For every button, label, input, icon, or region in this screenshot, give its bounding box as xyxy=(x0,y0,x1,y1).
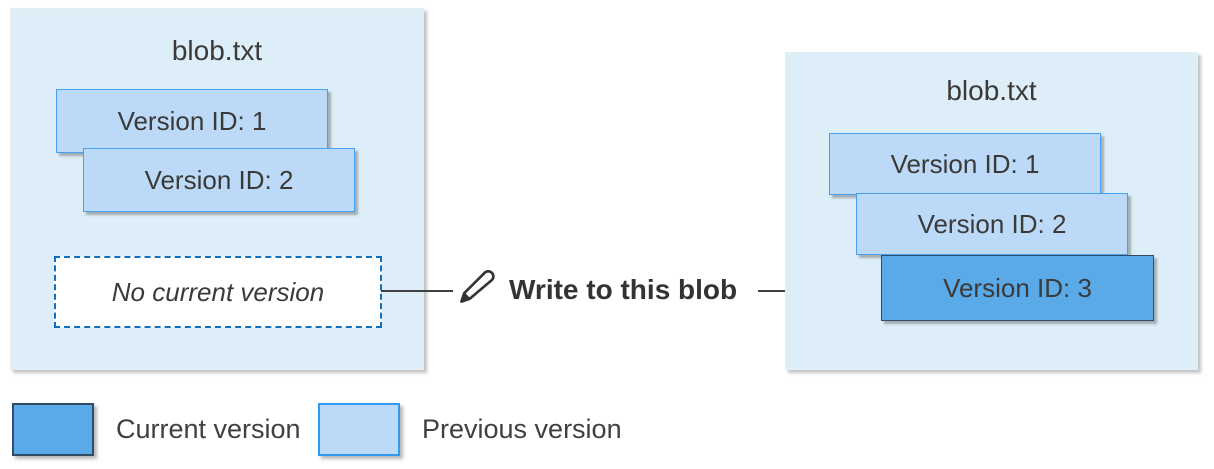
version-card-current: Version ID: 3 xyxy=(881,255,1154,321)
pencil-icon xyxy=(457,266,497,306)
no-current-version-label: No current version xyxy=(111,276,325,307)
blob-container-after: blob.txt Version ID: 1 Version ID: 2 Ver… xyxy=(785,52,1198,370)
version-card-label: Version ID: 3 xyxy=(943,272,1092,303)
legend-label: Previous version xyxy=(422,414,622,444)
legend-item-previous: Previous version xyxy=(318,403,622,456)
version-card-previous: Version ID: 1 xyxy=(56,89,328,153)
version-card-previous: Version ID: 1 xyxy=(829,133,1101,195)
blob-container-before: blob.txt Version ID: 1 Version ID: 2 No … xyxy=(10,8,424,370)
legend-item-current: Current version xyxy=(12,403,301,456)
version-card-label: Version ID: 1 xyxy=(890,148,1040,179)
legend-swatch-current xyxy=(12,403,94,456)
connector-line-left xyxy=(381,290,453,292)
legend-label: Current version xyxy=(116,414,301,444)
blob-title: blob.txt xyxy=(946,75,1037,106)
legend-swatch-previous xyxy=(318,403,400,456)
no-current-version-box: No current version xyxy=(54,256,382,328)
write-action-label: Write to this blob xyxy=(509,274,738,305)
version-card-label: Version ID: 1 xyxy=(117,105,267,136)
version-card-previous: Version ID: 2 xyxy=(83,148,355,212)
version-card-previous: Version ID: 2 xyxy=(856,193,1128,255)
version-card-label: Version ID: 2 xyxy=(144,164,294,195)
version-card-label: Version ID: 2 xyxy=(917,208,1067,239)
blob-title: blob.txt xyxy=(171,35,263,66)
